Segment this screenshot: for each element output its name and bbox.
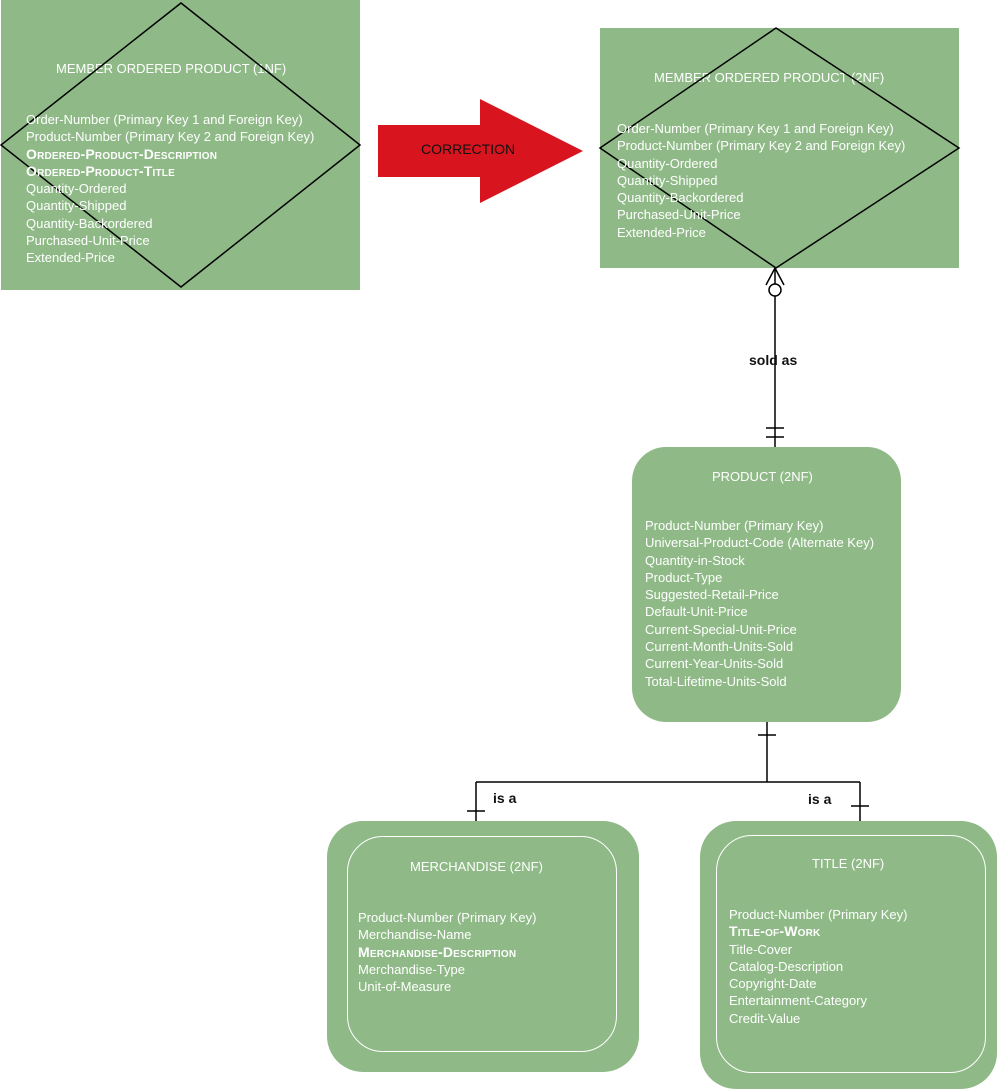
relationship-label-is-a-left: is a <box>493 790 517 806</box>
attribute-item: Quantity-in-Stock <box>645 552 745 568</box>
attribute-item: Product-Number (Primary Key 2 and Foreig… <box>26 129 315 145</box>
attribute-item: Ordered-Product-Description <box>26 145 218 162</box>
entity-title: MERCHANDISE (2NF) <box>410 859 543 874</box>
attribute-list: Order-Number (Primary Key 1 and Foreign … <box>617 120 905 241</box>
attribute-item: Current-Year-Units-Sold <box>645 656 784 672</box>
entity-title: MEMBER ORDERED PRODUCT (2NF) <box>654 70 885 85</box>
attribute-item: Current-Special-Unit-Price <box>645 621 797 637</box>
attribute-item: Quantity-Shipped <box>617 172 718 188</box>
attribute-item: Current-Month-Units-Sold <box>645 639 794 655</box>
entity-title: PRODUCT (2NF) <box>712 469 813 484</box>
inner-border <box>347 836 617 1052</box>
attribute-item: Ordered-Product-Title <box>26 162 175 179</box>
attribute-item: Extended-Price <box>26 250 115 266</box>
attribute-item: Merchandise-Name <box>358 927 472 943</box>
entity-merchandise-2nf[interactable]: MERCHANDISE (2NF) Product-Number (Primar… <box>327 821 639 1072</box>
entity-member-ordered-product-1nf[interactable]: MEMBER ORDERED PRODUCT (1NF) Order-Numbe… <box>1 0 360 290</box>
correction-label: CORRECTION <box>421 141 516 157</box>
attribute-item: Product-Number (Primary Key) <box>645 518 824 533</box>
attribute-item: Credit-Value <box>729 1010 801 1026</box>
attribute-item: Product-Number (Primary Key) <box>358 910 537 925</box>
attribute-item: Quantity-Ordered <box>617 155 718 171</box>
relationship-label-sold-as: sold as <box>749 352 798 368</box>
entity-title: TITLE (2NF) <box>812 856 885 871</box>
attribute-item: Quantity-Backordered <box>26 215 153 231</box>
attribute-item: Order-Number (Primary Key 1 and Foreign … <box>617 121 894 136</box>
relationship-label-is-a-right: is a <box>808 791 832 807</box>
attribute-item: Product-Number (Primary Key) <box>729 907 908 922</box>
attribute-item: Suggested-Retail-Price <box>645 587 779 603</box>
attribute-item: Purchased-Unit-Price <box>26 233 150 249</box>
entity-product-2nf[interactable]: PRODUCT (2NF) Product-Number (Primary Ke… <box>632 447 901 722</box>
attribute-item: Title-Cover <box>729 941 793 957</box>
attribute-item: Total-Lifetime-Units-Sold <box>645 673 787 689</box>
attribute-item: Copyright-Date <box>729 976 817 992</box>
attribute-item: Order-Number (Primary Key 1 and Foreign … <box>26 112 303 127</box>
inner-border <box>716 835 986 1073</box>
attribute-item: Product-Number (Primary Key 2 and Foreig… <box>617 138 906 154</box>
attribute-item: Quantity-Shipped <box>26 198 127 214</box>
attribute-item: Product-Type <box>645 569 723 585</box>
attribute-list: Product-Number (Primary Key) Merchandise-… <box>358 909 536 995</box>
attribute-list: Product-Number (Primary Key)Title-of-Wor… <box>729 906 907 1027</box>
entity-title-2nf[interactable]: TITLE (2NF) Product-Number (Primary Key)… <box>700 821 997 1089</box>
attribute-item: Merchandise-Type <box>358 961 465 977</box>
attribute-item: Entertainment-Category <box>729 993 868 1009</box>
attribute-item: Catalog-Description <box>729 958 844 974</box>
entity-member-ordered-product-2nf[interactable]: MEMBER ORDERED PRODUCT (2NF) Order-Numbe… <box>600 28 959 268</box>
attribute-item: Extended-Price <box>617 224 706 240</box>
attribute-item: Quantity-Backordered <box>617 190 744 206</box>
attribute-list: Product-Number (Primary Key) Universal-Pr… <box>645 517 874 690</box>
attribute-item: Merchandise-Description <box>358 943 517 960</box>
attribute-item: Quantity-Ordered <box>26 181 127 197</box>
attribute-item: Title-of-Work <box>729 923 821 940</box>
attribute-item: Purchased-Unit-Price <box>617 207 741 223</box>
attribute-item: Default-Unit-Price <box>645 604 748 620</box>
attribute-item: Unit-of-Measure <box>358 979 452 995</box>
attribute-list: Order-Number (Primary Key 1 and Foreign … <box>26 111 314 267</box>
attribute-item: Universal-Product-Code (Alternate Key) <box>645 535 875 551</box>
entity-title: MEMBER ORDERED PRODUCT (1NF) <box>56 61 287 76</box>
